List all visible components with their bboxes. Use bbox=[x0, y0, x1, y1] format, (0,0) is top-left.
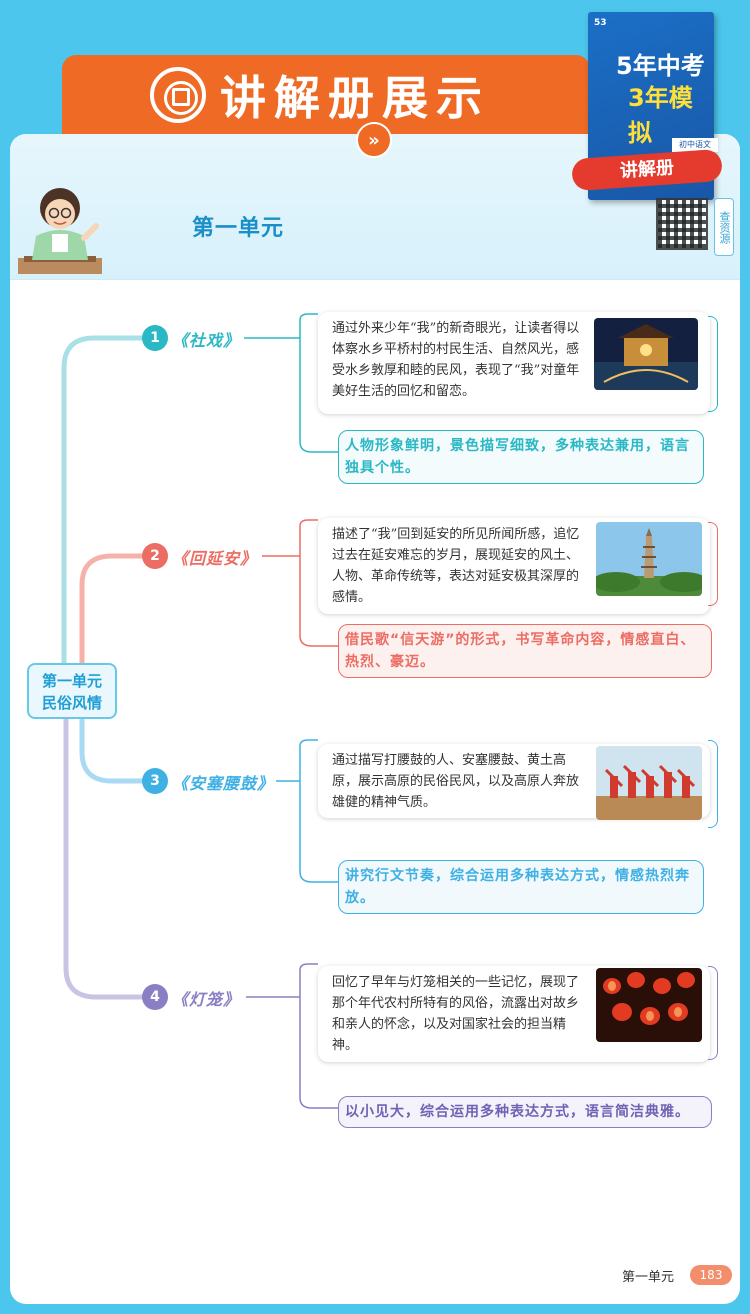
qr-code[interactable] bbox=[656, 198, 708, 250]
stage-night-photo bbox=[594, 318, 698, 390]
qr-label: 查资源 bbox=[714, 198, 734, 256]
unit-title: 第一单元 bbox=[192, 216, 285, 241]
branch-4-number: 4 bbox=[142, 984, 168, 1010]
footer-unit: 第一单元 bbox=[622, 1270, 675, 1285]
branch-1-summary: 人物形象鲜明，景色描写细致，多种表达兼用，语言独具个性。 bbox=[338, 430, 704, 484]
book-title-line2: 3年模拟 bbox=[628, 84, 693, 147]
pagoda-photo bbox=[596, 522, 702, 596]
branch-2-number: 2 bbox=[142, 543, 168, 569]
branch-4-title: 《灯笼》 bbox=[172, 990, 241, 1009]
branch-4-bracket bbox=[708, 966, 718, 1060]
branch-2-title: 《回延安》 bbox=[172, 549, 258, 568]
publisher-mark: 53 bbox=[594, 18, 607, 28]
waist-drum-dance-photo bbox=[596, 746, 702, 820]
book-title-line1: 5年中考 bbox=[616, 52, 705, 80]
page-number: 183 bbox=[690, 1265, 732, 1285]
branch-1-number: 1 bbox=[142, 325, 168, 351]
red-lanterns-photo bbox=[596, 968, 702, 1042]
chevron-down-icon: » bbox=[356, 122, 392, 158]
branch-2-bracket bbox=[708, 522, 718, 606]
book-icon bbox=[150, 67, 206, 123]
branch-4-summary: 以小见大，综合运用多种表达方式，语言简洁典雅。 bbox=[338, 1096, 712, 1128]
branch-4-description: 回忆了早年与灯笼相关的一些记忆，展现了那个年代农村所特有的风俗，流露出对故乡和亲… bbox=[318, 966, 710, 1062]
root-line2: 民俗风情 bbox=[41, 694, 102, 712]
root-line1: 第一单元 bbox=[41, 672, 102, 690]
branch-2-summary: 借民歌“信天游”的形式，书写革命内容，情感直白、热烈、豪迈。 bbox=[338, 624, 712, 678]
branch-3-title: 《安塞腰鼓》 bbox=[172, 774, 275, 793]
branch-3-number: 3 bbox=[142, 768, 168, 794]
branch-3-summary: 讲究行文节奏，综合运用多种表达方式，情感热烈奔放。 bbox=[338, 860, 704, 914]
book-subject-chip: 初中语文 bbox=[672, 138, 718, 152]
mindmap-root: 第一单元 民俗风情 bbox=[27, 663, 117, 719]
banner-title: 讲解册展示 bbox=[220, 71, 490, 125]
branch-1-title: 《社戏》 bbox=[172, 331, 241, 350]
branch-1-bracket bbox=[708, 316, 718, 412]
teacher-illustration bbox=[18, 188, 102, 274]
branch-3-bracket bbox=[708, 740, 718, 828]
